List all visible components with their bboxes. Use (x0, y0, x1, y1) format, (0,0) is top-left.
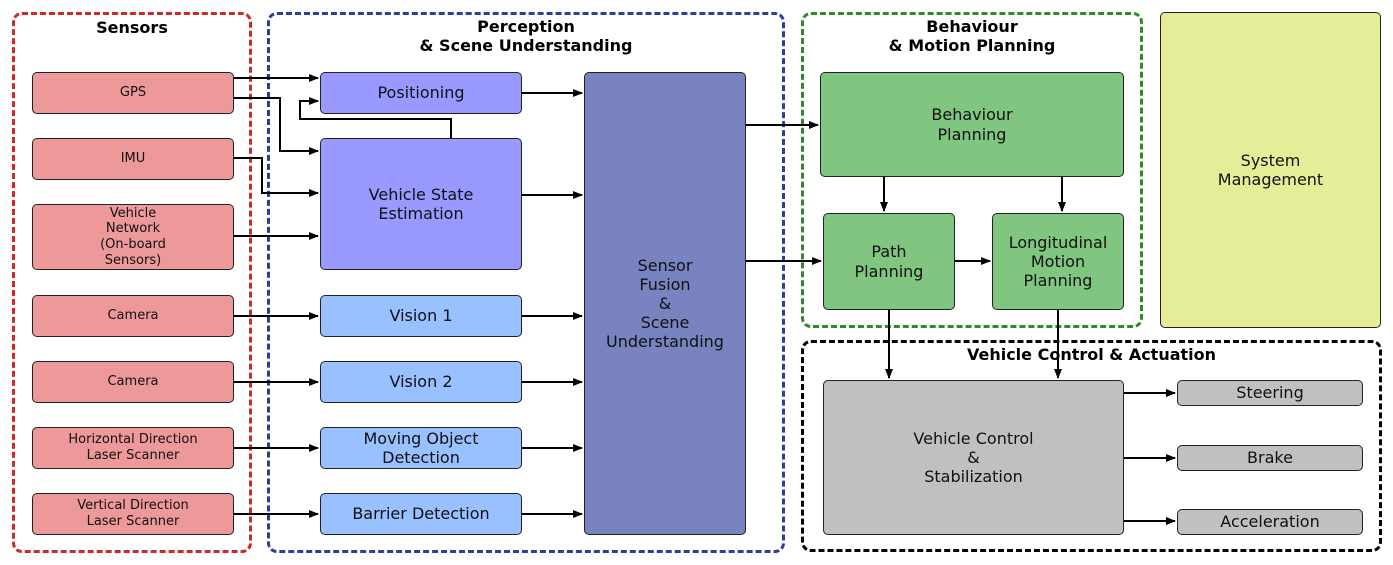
control-group: Vehicle Control & Actuation (801, 340, 1382, 552)
gps-sensor-box: GPS (32, 72, 234, 114)
vehicle-control-box: Vehicle Control & Stabilization (823, 380, 1124, 535)
perception-group: Perception & Scene Understanding (267, 12, 785, 553)
vision-1-box: Vision 1 (320, 295, 522, 337)
vertical-laser-scanner-box: Vertical Direction Laser Scanner (32, 493, 234, 535)
path-planning-box: Path Planning (823, 213, 955, 310)
camera-2-sensor-box: Camera (32, 361, 234, 403)
longitudinal-motion-planning-box: Longitudinal Motion Planning (992, 213, 1124, 310)
vehicle-state-estimation-box: Vehicle State Estimation (320, 138, 522, 270)
imu-sensor-box: IMU (32, 138, 234, 180)
vision-2-box: Vision 2 (320, 361, 522, 403)
barrier-detection-box: Barrier Detection (320, 493, 522, 535)
arrow-gps-to-vehicle-state (234, 97, 319, 155)
camera-1-sensor-box: Camera (32, 295, 234, 337)
sensor-fusion-box: Sensor Fusion & Scene Understanding (584, 72, 746, 535)
behaviour-planning-box: Behaviour Planning (820, 72, 1124, 177)
brake-box: Brake (1177, 445, 1363, 471)
vehicle-network-sensor-box: Vehicle Network (On-board Sensors) (32, 204, 234, 270)
positioning-box: Positioning (320, 72, 522, 114)
moving-object-detection-box: Moving Object Detection (320, 427, 522, 469)
arrow-imu-to-vehicle-state (234, 157, 319, 197)
behaviour-group: Behaviour & Motion Planning (801, 12, 1143, 328)
behaviour-group-title: Behaviour & Motion Planning (888, 17, 1056, 55)
sensors-group: Sensors (12, 12, 252, 553)
control-group-title: Vehicle Control & Actuation (966, 345, 1217, 364)
steering-box: Steering (1177, 380, 1363, 406)
sensors-group-title: Sensors (96, 18, 168, 37)
horizontal-laser-scanner-box: Horizontal Direction Laser Scanner (32, 427, 234, 469)
arrow-state-to-positioning (299, 97, 452, 138)
system-management-box: System Management (1160, 12, 1381, 328)
perception-group-title: Perception & Scene Understanding (419, 17, 633, 55)
acceleration-box: Acceleration (1177, 509, 1363, 535)
